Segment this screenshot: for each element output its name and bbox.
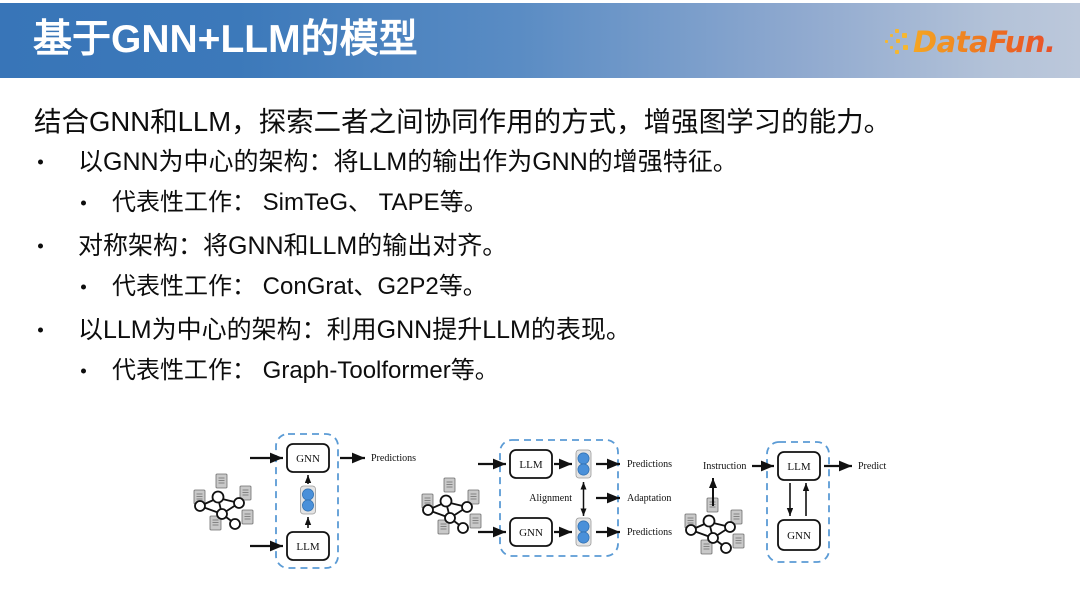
bullet-item: 对称架构：将GNN和LLM的输出对齐。 bbox=[0, 230, 507, 262]
graph-data-icon bbox=[193, 473, 254, 531]
bullet-text: 代表性工作： SimTeG、 TAPE等。 bbox=[112, 189, 488, 216]
gnn-box bbox=[509, 517, 553, 547]
bullet-text: 代表性工作： Graph-Toolformer等。 bbox=[112, 357, 499, 384]
llm-box-label: LLM bbox=[519, 459, 542, 471]
diagram-panel-llm-centric: LLM GNN Instruction Predict bbox=[684, 441, 887, 563]
llm-box-label: LLM bbox=[787, 461, 810, 473]
output-label: Predictions bbox=[371, 453, 416, 464]
embedding-stack-icon bbox=[575, 449, 592, 479]
bullet-dot-icon bbox=[81, 284, 86, 289]
graph-data-icon bbox=[421, 477, 482, 535]
architecture-diagram: GNN LLM Predictions LLM GNN Alignme bbox=[0, 428, 1080, 593]
llm-box-label: LLM bbox=[296, 541, 319, 553]
gnn-box-label: GNN bbox=[296, 453, 320, 465]
input-label: Instruction bbox=[703, 461, 746, 472]
llm-box bbox=[286, 531, 330, 561]
bullet-dot-icon bbox=[81, 200, 86, 205]
bullet-dot-icon bbox=[38, 243, 43, 249]
graph-data-icon bbox=[684, 497, 745, 555]
bullet-item: 代表性工作： SimTeG、 TAPE等。 bbox=[0, 187, 488, 218]
logo-wordmark: DataFun. bbox=[913, 25, 1056, 59]
panel-dashed-border bbox=[275, 433, 339, 569]
datafun-logo: DataFun. bbox=[885, 25, 1056, 59]
gnn-box-label: GNN bbox=[519, 527, 543, 539]
output-label: Adaptation bbox=[627, 493, 671, 504]
gnn-box bbox=[777, 519, 821, 551]
embedding-stack-icon bbox=[575, 517, 592, 547]
bullet-item: 以GNN为中心的架构：将LLM的输出作为GNN的增强特征。 bbox=[0, 146, 738, 178]
bullet-text: 以LLM为中心的架构：利用GNN提升LLM的表现。 bbox=[78, 316, 631, 344]
output-label: Predictions bbox=[627, 459, 672, 470]
bullet-text: 对称架构：将GNN和LLM的输出对齐。 bbox=[78, 232, 508, 260]
lead-paragraph: 结合GNN和LLM，探索二者之间协同作用的方式，增强图学习的能力。 bbox=[34, 106, 892, 137]
bullet-item: 代表性工作： Graph-Toolformer等。 bbox=[0, 355, 499, 386]
embedding-stack-icon bbox=[300, 485, 316, 515]
diagram-panel-symmetric: LLM GNN Alignment Predictions Adaptation… bbox=[421, 439, 672, 557]
alignment-label: Alignment bbox=[529, 493, 572, 504]
bullet-dot-icon bbox=[38, 159, 43, 165]
gnn-box bbox=[286, 443, 330, 473]
output-label: Predictions bbox=[627, 527, 672, 538]
bullet-text: 以GNN为中心的架构：将LLM的输出作为GNN的增强特征。 bbox=[78, 148, 738, 176]
bullet-item: 代表性工作： ConGrat、G2P2等。 bbox=[0, 271, 487, 302]
bullet-item: 以LLM为中心的架构：利用GNN提升LLM的表现。 bbox=[0, 314, 631, 346]
bullet-dot-icon bbox=[81, 368, 86, 373]
diagram-panel-gnn-centric: GNN LLM Predictions bbox=[193, 433, 416, 569]
gnn-box-label: GNN bbox=[787, 530, 811, 542]
bullet-dot-icon bbox=[38, 327, 43, 333]
llm-box bbox=[509, 449, 553, 479]
page-title: 基于GNN+LLM的模型 bbox=[33, 18, 418, 61]
bullet-text: 代表性工作： ConGrat、G2P2等。 bbox=[112, 273, 487, 300]
panel-dashed-border bbox=[766, 441, 830, 563]
llm-box bbox=[777, 451, 821, 481]
output-label: Predict bbox=[858, 461, 887, 472]
slide-header: 基于GNN+LLM的模型 DataFun. bbox=[0, 3, 1080, 78]
logo-dots-icon bbox=[885, 29, 915, 55]
